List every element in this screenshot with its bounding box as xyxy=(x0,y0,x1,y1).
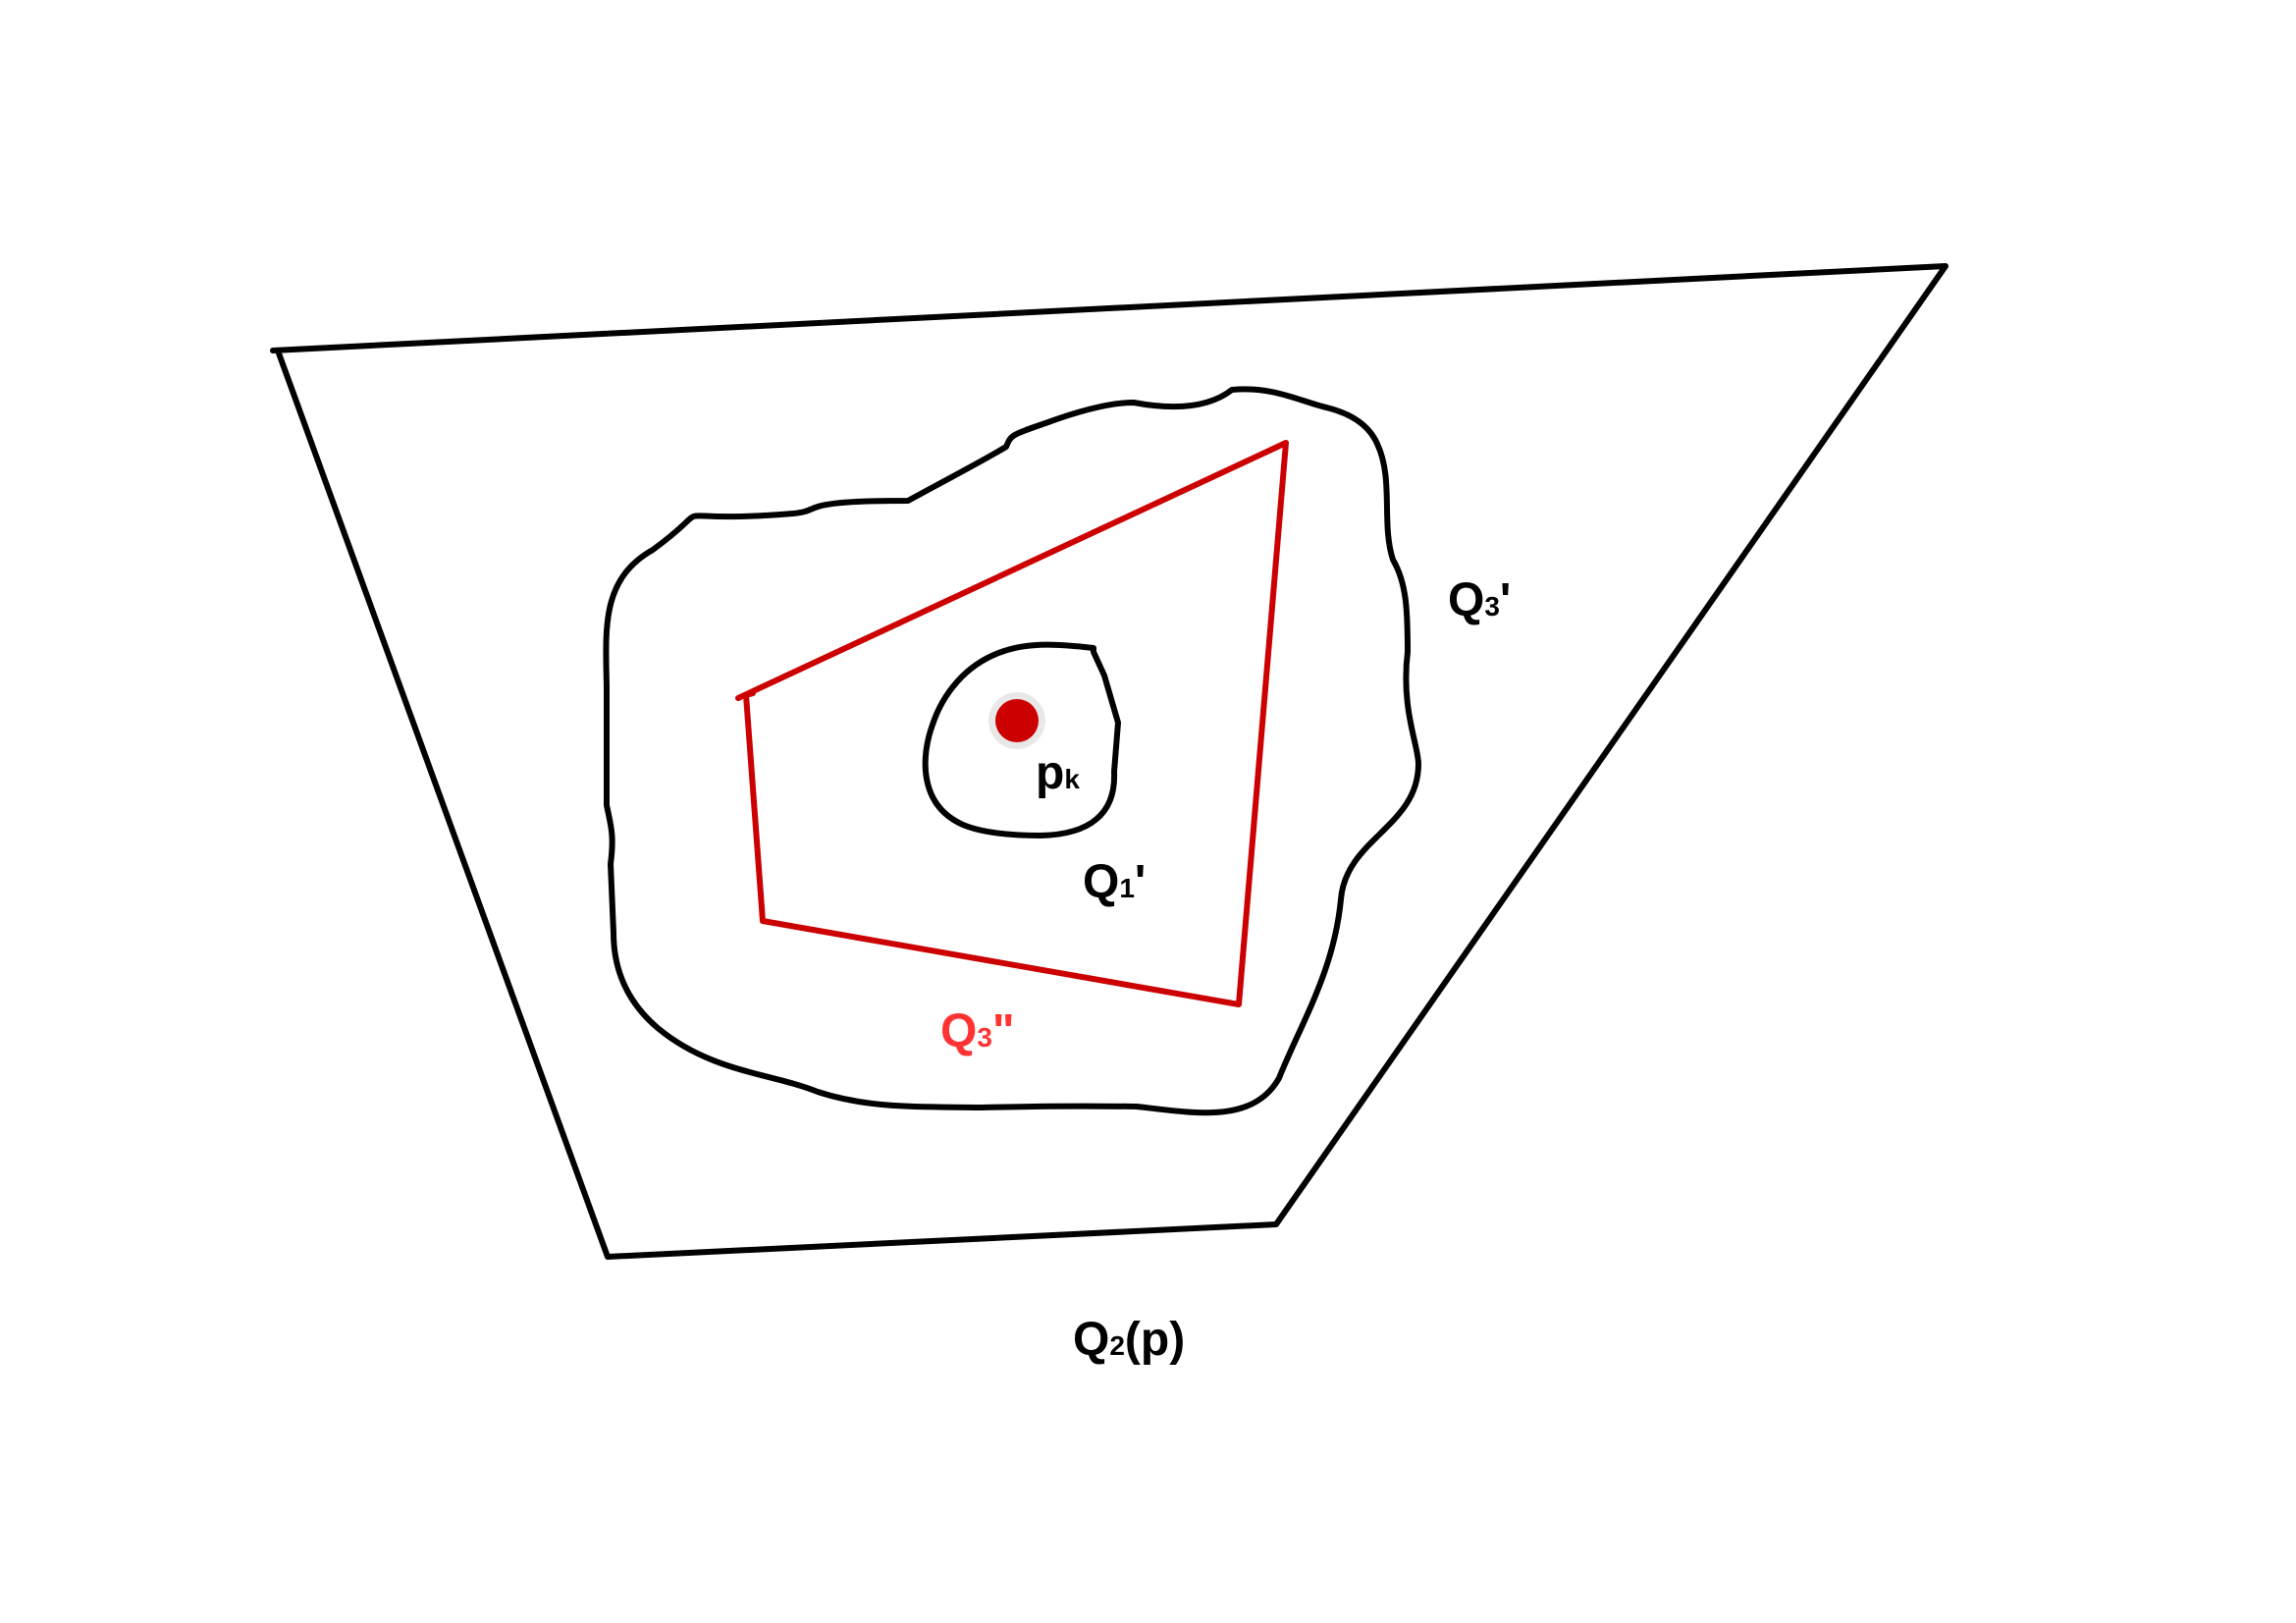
q3-prime-curve xyxy=(603,386,1421,1116)
q3-double-prime-quadrilateral xyxy=(735,440,1289,1007)
q1-prime-curve xyxy=(922,641,1121,839)
label-q3-prime: Q3' xyxy=(1448,574,1511,626)
label-pk: pk xyxy=(1036,747,1080,799)
label-q3-double-prime: Q3" xyxy=(940,1005,1015,1057)
point-pk xyxy=(995,699,1039,742)
label-q1-prime: Q1' xyxy=(1083,856,1146,908)
q2-quadrilateral xyxy=(270,263,1949,1260)
label-q2: Q2(p) xyxy=(1073,1314,1185,1366)
